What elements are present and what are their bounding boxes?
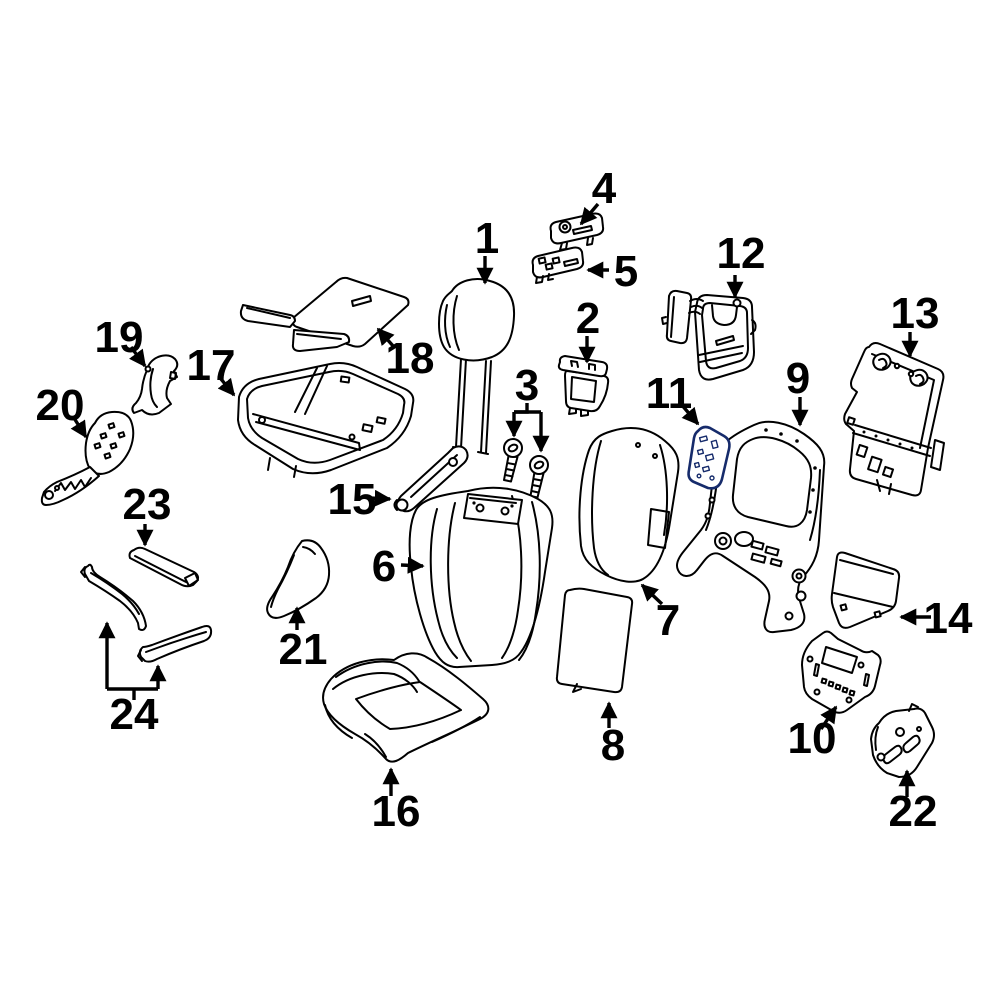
part-11-side-latch-plate-highlighted[interactable] (687, 425, 731, 490)
callout-24: 24 (98, 621, 167, 739)
callout-6: 6 (372, 542, 425, 591)
part-17-seat-cushion-frame[interactable] (237, 362, 415, 478)
callout-3-label[interactable]: 3 (515, 361, 539, 410)
part-1-headrest[interactable] (438, 278, 516, 455)
part-23-trim-strip[interactable] (128, 546, 199, 588)
callout-11-label[interactable]: 11 (646, 369, 693, 418)
callout-4-label[interactable]: 4 (592, 164, 617, 213)
callout-15: 15 (328, 475, 392, 524)
callout-23-label[interactable]: 23 (123, 480, 172, 529)
callout-16: 16 (372, 767, 421, 836)
part-5-latch-plate-lower[interactable] (531, 246, 585, 284)
callout-21-label[interactable]: 21 (279, 625, 328, 674)
callout-1: 1 (475, 214, 499, 285)
part-16-seat-cushion[interactable] (321, 652, 490, 763)
callout-15-label[interactable]: 15 (328, 475, 377, 524)
callout-2-label[interactable]: 2 (576, 294, 600, 343)
callout-13-label[interactable]: 13 (891, 289, 940, 338)
callout-9-label[interactable]: 9 (786, 354, 810, 403)
callout-20-label[interactable]: 20 (36, 381, 85, 430)
callout-11: 11 (646, 369, 700, 426)
part-14-lower-trim-panel[interactable] (830, 551, 901, 629)
callout-8: 8 (600, 701, 625, 770)
callout-17-label[interactable]: 17 (187, 341, 236, 390)
callout-18: 18 (376, 327, 435, 383)
part-7-seatback-cover[interactable] (578, 427, 680, 583)
part-2-headrest-guide[interactable] (557, 355, 610, 417)
callout-5-label[interactable]: 5 (614, 247, 638, 296)
callout-10-label[interactable]: 10 (788, 714, 837, 763)
callout-8-label[interactable]: 8 (601, 721, 625, 770)
part-21-side-shield[interactable] (266, 539, 331, 619)
callout-19-label[interactable]: 19 (95, 313, 144, 362)
callout-16-label[interactable]: 16 (372, 787, 421, 836)
callout-4: 4 (579, 164, 617, 226)
callout-20: 20 (36, 381, 88, 439)
callout-23: 23 (123, 480, 172, 547)
part-18-cushion-topper-mat[interactable] (239, 276, 410, 352)
callout-19: 19 (95, 313, 147, 368)
part-20-seat-track[interactable] (40, 410, 135, 506)
part-10-mounting-bracket[interactable] (801, 630, 882, 714)
callout-9: 9 (786, 354, 810, 427)
callout-12-label[interactable]: 12 (717, 229, 766, 278)
part-8-seatback-panel[interactable] (555, 587, 634, 694)
part-15-armrest-rod[interactable] (393, 445, 469, 513)
callout-1-label[interactable]: 1 (475, 214, 499, 263)
callout-17: 17 (187, 341, 236, 397)
callout-13: 13 (891, 289, 940, 358)
part-22-recliner-cover[interactable] (870, 703, 935, 778)
part-12-seatback-tray-panel[interactable] (661, 289, 757, 381)
part-24-trim-strip-pair[interactable] (80, 563, 213, 663)
part-4-latch-plate-upper[interactable] (549, 212, 605, 251)
callout-3: 3 (505, 361, 550, 453)
callout-5: 5 (586, 247, 638, 296)
callout-24-label[interactable]: 24 (110, 690, 159, 739)
part-19-side-bracket[interactable] (131, 354, 179, 416)
part-13-seatback-rear-panel[interactable] (843, 342, 945, 497)
callout-7-label[interactable]: 7 (656, 596, 680, 645)
callout-6-label[interactable]: 6 (372, 542, 396, 591)
callout-22: 22 (889, 769, 938, 836)
callout-22-label[interactable]: 22 (889, 787, 938, 836)
callout-18-label[interactable]: 18 (386, 334, 435, 383)
part-6-seatback-cushion[interactable] (408, 486, 554, 669)
callout-14: 14 (899, 594, 973, 643)
callout-7: 7 (640, 583, 680, 645)
callout-12: 12 (717, 229, 766, 299)
part-3-bolt-pair[interactable] (503, 438, 549, 499)
callout-21: 21 (279, 606, 328, 674)
callout-14-label[interactable]: 14 (924, 594, 973, 643)
callout-2: 2 (576, 294, 600, 364)
callout-10: 10 (788, 705, 838, 763)
